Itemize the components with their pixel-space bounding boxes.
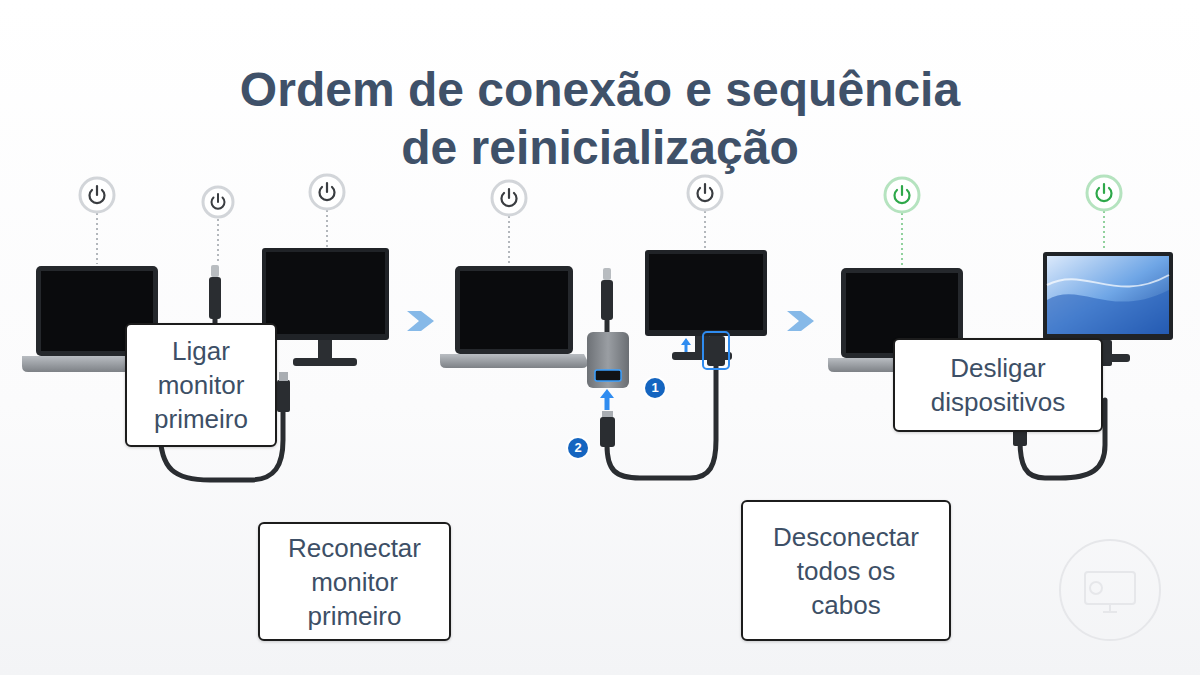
monitor [293,358,357,366]
power-leader [97,210,1104,266]
power-icon-on [1097,184,1112,201]
insert-arrow [600,338,691,410]
usb-c-plug [601,280,613,320]
diagram-title: Ordem de conexão e sequência de reinicia… [210,61,990,177]
laptop [455,266,573,354]
power-leader [704,211,706,248]
power-icon [90,186,105,203]
step-text-group: Desconectar todos os cabos [766,520,926,622]
monitor [645,250,767,336]
hdmi-plug [600,417,615,447]
step-text-group: Reconectar monitor primeiro [270,531,440,633]
monitor [1043,252,1173,340]
power-icon [203,187,233,217]
power-icon [502,189,517,206]
monitor [707,336,725,366]
hdmi-adapter [595,370,621,381]
usb-c-plug [603,268,611,280]
monitor [649,254,763,330]
power-icon [492,181,526,215]
power-leader [96,213,98,264]
step-box: Desligar dispositivos [893,338,1103,432]
power-icon [80,178,114,212]
monitor [1047,290,1169,334]
step-box: Ligar monitor primeiro [125,323,277,447]
monitor [262,248,389,366]
monitor [645,250,767,369]
power-icon [203,187,233,217]
hdmi-adapter [587,332,629,388]
hdmi-adapter [587,332,629,388]
usb-c-plug [601,268,613,320]
callout-number: 2 [568,438,588,458]
power-leader [217,219,219,262]
power-leader [1103,211,1105,250]
step-label: Desconectar todos os cabos [766,520,926,622]
power-icon-on [1087,176,1121,210]
watermark-logo [1103,604,1117,612]
laptop [440,354,588,368]
step-label: Reconectar monitor primeiro [270,531,440,633]
stage-arrow [407,311,814,331]
power-icon [688,176,722,210]
power-icon [320,183,335,200]
power-leader [326,210,328,247]
power-icon [80,178,114,212]
usb-c-plug [211,265,219,277]
usb-c-plug [209,265,221,319]
step-box: Desconectar todos os cabos [741,500,951,641]
stage-arrow [407,311,434,331]
cable [605,318,610,334]
insert-arrow [681,338,691,354]
watermark-logo [1060,540,1160,640]
monitor [266,252,385,334]
power-icon [212,194,225,209]
hdmi-plug [277,372,290,412]
insert-arrow [600,389,614,410]
laptop [460,271,568,349]
step-text-group: Desligar dispositivos [903,351,1093,419]
step-label: Ligar monitor primeiro [136,334,266,436]
power-leader [901,213,903,266]
hdmi-plug [279,372,288,381]
hdmi-plug [602,411,613,418]
power-icon-on [895,186,910,203]
callout-number: 1 [645,378,665,398]
step-label: Desligar dispositivos [903,351,1093,419]
power-icon [698,184,713,201]
watermark-logo [1060,540,1160,640]
monitor [1047,275,1169,287]
watermark-logo [1090,582,1102,594]
power-icon [310,175,344,209]
power-leader [508,216,510,264]
power-icon [688,176,722,210]
watermark-logo [1085,572,1135,604]
hdmi-plug [277,380,290,412]
usb-c-plug [209,277,221,319]
step-box: Reconectar monitor primeiro [258,522,451,641]
power-icon [310,175,344,209]
monitor [703,332,729,369]
stage-arrow [787,311,814,331]
monitor [262,248,389,340]
step-text-group: Ligar monitor primeiro [136,334,266,436]
hdmi-plug [600,411,615,447]
monitor [1047,256,1169,334]
power-icon-on [885,178,919,212]
power-icon-on [1087,176,1121,210]
power-icon [492,181,526,215]
monitor [318,340,332,360]
laptop [440,266,588,368]
power-icon-on [885,178,919,212]
